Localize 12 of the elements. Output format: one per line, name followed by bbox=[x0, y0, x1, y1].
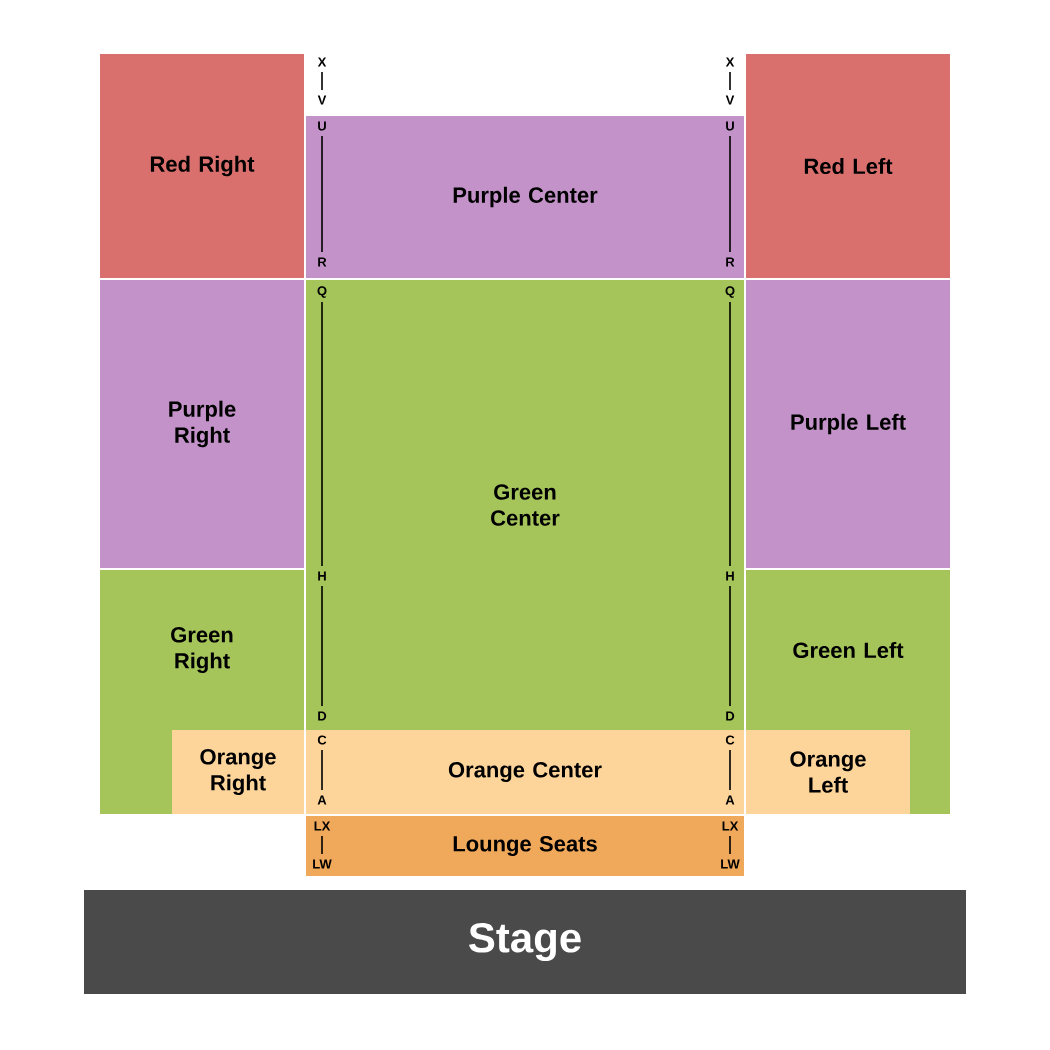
node-label: Green Right bbox=[171, 627, 233, 674]
seating-section: Purple Right bbox=[100, 280, 304, 568]
node-label: Orange Right bbox=[200, 749, 276, 796]
stage: Stage bbox=[84, 890, 966, 994]
seating-section: Orange Right bbox=[172, 730, 304, 814]
seating-section: Orange Left bbox=[746, 730, 910, 814]
node-label: Green Left bbox=[793, 641, 904, 659]
node-label: Orange Center bbox=[448, 762, 602, 783]
seating-section: Red Left bbox=[746, 54, 950, 278]
seating-section: Red Right bbox=[100, 54, 304, 278]
node-label: Orange Left bbox=[790, 751, 866, 793]
seating-section: Purple Left bbox=[746, 280, 950, 568]
